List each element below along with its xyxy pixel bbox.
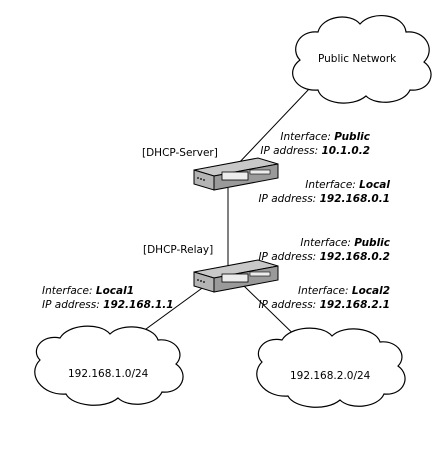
ip-label: IP address:: [260, 145, 319, 157]
ip-value: 192.168.0.2: [319, 251, 390, 263]
relay-public-ip: IP address: 192.168.0.2: [258, 251, 390, 264]
subnet2-cloud: [256, 327, 406, 408]
interface-label: Interface:: [305, 179, 356, 191]
interface-label: Interface:: [280, 131, 331, 143]
relay-public-interface: Interface: Public: [300, 237, 390, 250]
subnet1-cloud: [34, 325, 184, 406]
dhcp-server-device: [193, 157, 279, 191]
interface-name: Local1: [95, 285, 135, 297]
relay-name-label: [DHCP-Relay]: [143, 244, 214, 256]
subnet1-label: 192.168.1.0/24: [68, 368, 149, 380]
ip-label: IP address:: [258, 193, 317, 205]
link-server-public: [235, 87, 311, 167]
public-network-cloud: [292, 15, 432, 104]
server-local-ip: IP address: 192.168.0.1: [258, 193, 390, 206]
interface-label: Interface:: [42, 285, 93, 297]
dhcp-relay-device: [193, 259, 279, 293]
relay-local2-interface: Interface: Local2: [298, 285, 390, 298]
interface-name: Local: [359, 179, 390, 191]
ip-value: 192.168.0.1: [319, 193, 390, 205]
public-network-label: Public Network: [318, 53, 397, 65]
ip-label: IP address:: [258, 299, 317, 311]
ip-label: IP address:: [42, 299, 100, 311]
interface-label: Interface:: [297, 285, 349, 297]
ip-value: 192.168.1.1: [103, 299, 174, 311]
server-public-interface: Interface: Public: [280, 131, 370, 144]
interface-name: Public: [354, 237, 390, 249]
relay-local2-ip: IP address: 192.168.2.1: [258, 299, 390, 312]
server-public-ip: IP address: 10.1.0.2: [260, 145, 370, 158]
ip-value: 192.168.2.1: [319, 299, 390, 311]
interface-name: Local2: [351, 285, 390, 297]
server-name-label: [DHCP-Server]: [142, 147, 218, 159]
ip-label: IP address:: [258, 251, 317, 263]
server-local-interface: Interface: Local: [305, 179, 390, 192]
interface-name: Public: [334, 131, 370, 143]
subnet2-label: 192.168.2.0/24: [290, 370, 371, 382]
interface-label: Interface:: [300, 237, 351, 249]
ip-value: 10.1.0.2: [321, 145, 371, 157]
relay-local1-interface: Interface: Local1: [42, 285, 134, 298]
relay-local1-ip: IP address: 192.168.1.1: [42, 299, 174, 312]
